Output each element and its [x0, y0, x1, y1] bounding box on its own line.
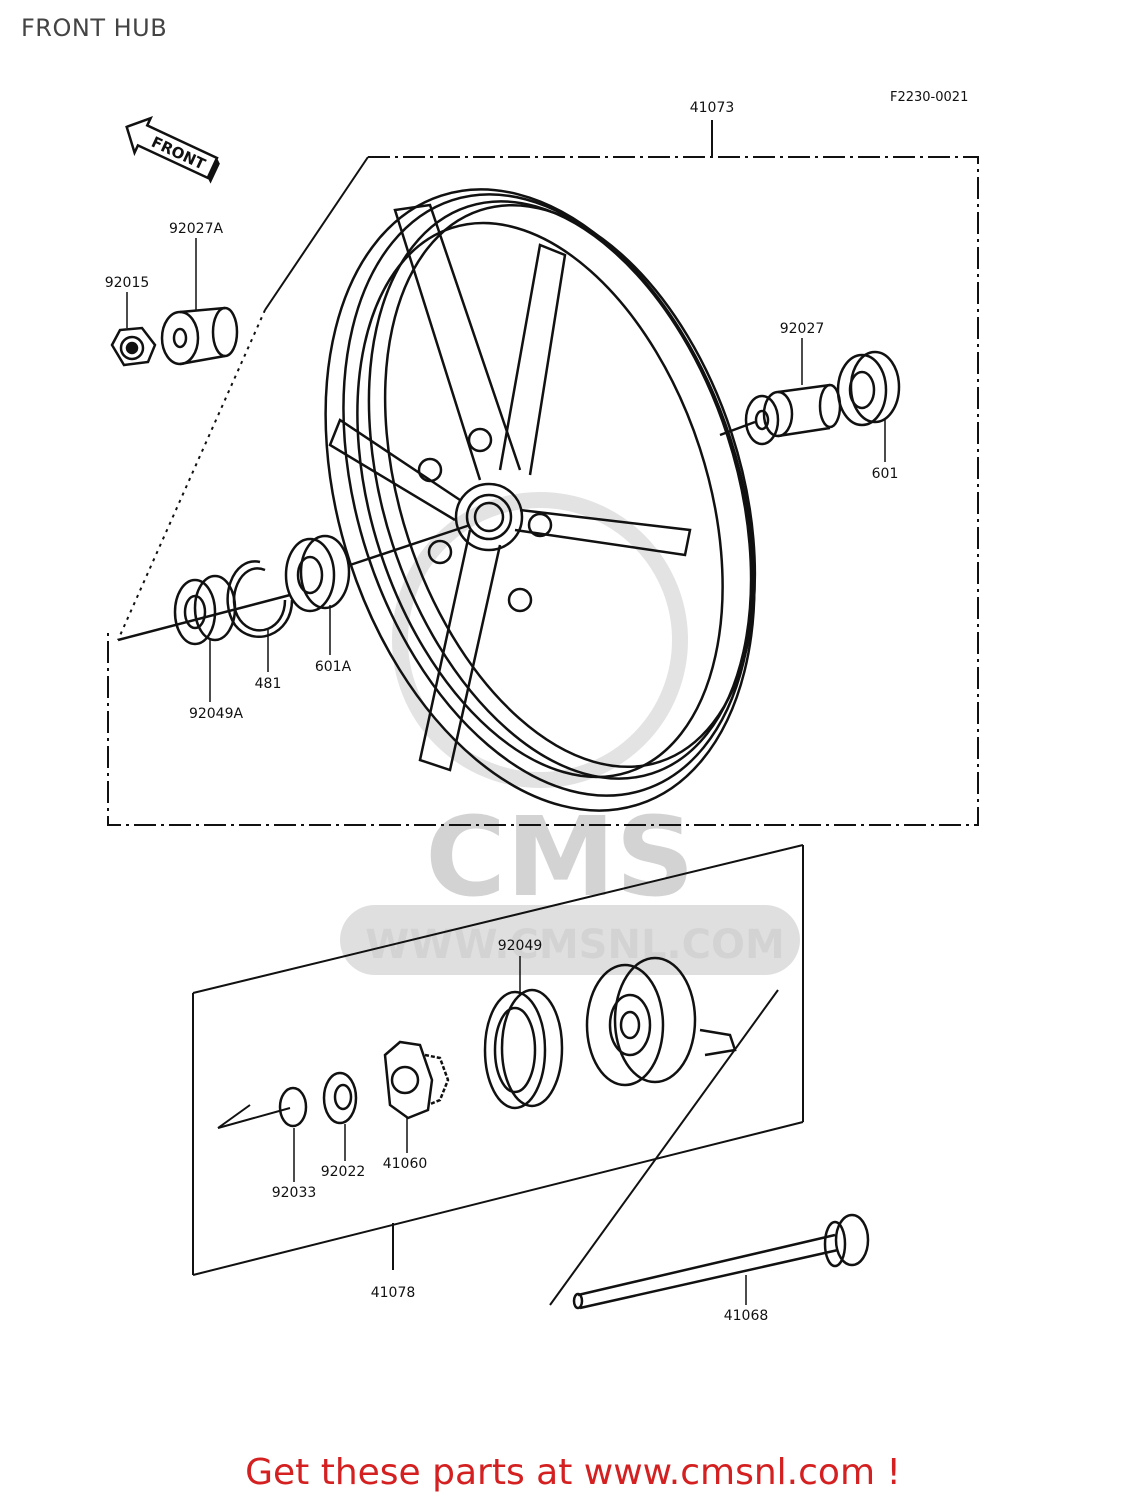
oil-seal [483, 988, 564, 1110]
label-481: 481 [255, 676, 282, 692]
collar-left [160, 306, 239, 366]
label-41078: 41078 [371, 1285, 416, 1301]
label-601: 601 [872, 466, 899, 482]
lower-leader-lines [293, 956, 747, 1305]
axle-nut [110, 326, 157, 367]
svg-text:WWW.CMSNL.COM: WWW.CMSNL.COM [365, 922, 785, 968]
label-41068: 41068 [724, 1308, 769, 1324]
label-92015: 92015 [105, 275, 150, 291]
label-92033: 92033 [272, 1185, 317, 1201]
label-92049: 92049 [498, 938, 543, 954]
parts-shop-link[interactable]: Get these parts at www.cmsnl.com ! [245, 1452, 901, 1493]
label-92049A: 92049A [189, 706, 244, 722]
circlip [226, 560, 294, 638]
label-41073: 41073 [690, 100, 735, 116]
collar-right [719, 383, 842, 446]
upper-leader-lines [126, 238, 886, 702]
hub-assembly-frame [192, 844, 804, 1306]
cms-watermark: CMS WWW.CMSNL.COM [340, 492, 800, 975]
svg-text:CMS: CMS [425, 793, 694, 921]
label-92027: 92027 [780, 321, 825, 337]
bearing-right [836, 350, 901, 427]
bearing-left [284, 523, 471, 613]
label-92022: 92022 [321, 1164, 366, 1180]
oil-seal-left [117, 574, 291, 646]
speedometer-drive-gear [383, 1040, 450, 1120]
front-wheel [324, 188, 757, 812]
label-41060: 41060 [383, 1156, 428, 1172]
snap-ring [278, 1086, 308, 1128]
label-92027A: 92027A [169, 221, 224, 237]
front-direction-arrow: FRONT [125, 115, 220, 184]
front-axle [572, 1213, 870, 1310]
speedometer-gear-housing [585, 956, 737, 1087]
upper-part-labels: 41073 92015 92027A 92027 601 601A 481 92… [105, 100, 899, 722]
drawing-code: F2230-0021 [890, 90, 968, 105]
lower-part-labels: 92049 92033 92022 41060 41078 41068 [272, 938, 769, 1324]
washer [322, 1071, 358, 1125]
wheel-assembly-frame [107, 120, 979, 826]
page-title: FRONT HUB [21, 14, 168, 42]
label-601A: 601A [315, 659, 352, 675]
